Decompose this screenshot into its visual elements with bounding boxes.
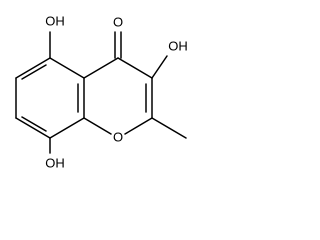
bonds [15, 31, 187, 154]
bond-methyl [151, 117, 187, 139]
hydroxyl-3-label: OH [168, 38, 188, 53]
ring-oxygen-label: O [113, 129, 123, 144]
bond [83, 57, 119, 79]
bond [83, 117, 112, 135]
double-bond-inner [21, 64, 47, 80]
bond [124, 117, 153, 135]
molecule-drawing: O O OH OH OH [15, 13, 188, 170]
chemical-structure: O O OH OH OH [0, 0, 196, 178]
carbonyl-oxygen-label: O [113, 14, 123, 29]
bond-3-oh [151, 55, 168, 79]
hydroxyl-8-label: OH [45, 155, 65, 170]
atom-labels: O O OH OH OH [45, 13, 188, 170]
bond [49, 117, 85, 139]
bond [15, 57, 51, 79]
bond [15, 117, 51, 139]
bond [117, 57, 153, 79]
bond [49, 57, 85, 79]
double-bond-inner [21, 116, 47, 132]
hydroxyl-5-label: OH [45, 13, 65, 28]
